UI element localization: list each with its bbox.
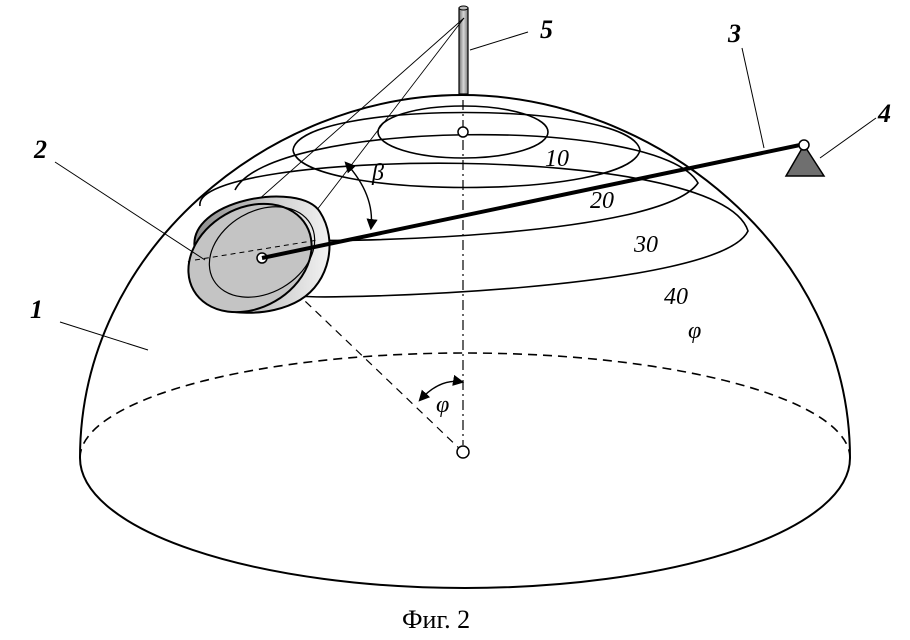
leader-line-1 bbox=[59, 321, 149, 351]
ring-label-20: 20 bbox=[590, 188, 614, 214]
base-ellipse-front bbox=[79, 457, 851, 589]
angle-label-phi-center: φ bbox=[436, 392, 449, 418]
label-part-4: 4 bbox=[877, 99, 891, 128]
center-point bbox=[456, 445, 470, 459]
disk-dashed-diameter bbox=[194, 239, 319, 261]
rod bbox=[261, 143, 801, 260]
hemisphere-dome-outline bbox=[79, 93, 851, 459]
figure-caption: Фиг. 2 bbox=[402, 605, 470, 634]
phi-angle-arc bbox=[418, 374, 465, 402]
leader-line-2 bbox=[54, 161, 206, 261]
disk bbox=[187, 195, 331, 314]
label-part-2: 2 bbox=[33, 135, 47, 164]
angle-label-beta: β bbox=[371, 160, 384, 186]
latitude-ring-40 bbox=[199, 162, 749, 298]
beta-angle-arc bbox=[344, 161, 378, 231]
leader-line-3 bbox=[741, 47, 765, 149]
leader-line-4 bbox=[819, 117, 877, 159]
pole-point bbox=[457, 126, 469, 138]
ring-label-40: 40 bbox=[664, 284, 688, 310]
pivot-joint bbox=[798, 139, 810, 151]
label-part-1: 1 bbox=[30, 295, 43, 324]
disk-face-inner bbox=[208, 206, 316, 298]
projection-line-b bbox=[299, 17, 465, 233]
latitude-ring-30 bbox=[234, 133, 699, 242]
disk-face bbox=[187, 202, 313, 314]
ring-label-30: 30 bbox=[633, 232, 658, 258]
label-part-5: 5 bbox=[540, 15, 553, 44]
leader-line-5 bbox=[469, 31, 529, 51]
ring-label-10: 10 bbox=[545, 146, 569, 172]
angle-label-phi-surface: φ bbox=[688, 318, 701, 344]
pivot-support bbox=[784, 143, 826, 177]
base-ellipse-back bbox=[79, 352, 851, 459]
radius-line bbox=[259, 257, 464, 453]
label-part-3: 3 bbox=[727, 19, 741, 48]
column-top bbox=[458, 5, 469, 11]
